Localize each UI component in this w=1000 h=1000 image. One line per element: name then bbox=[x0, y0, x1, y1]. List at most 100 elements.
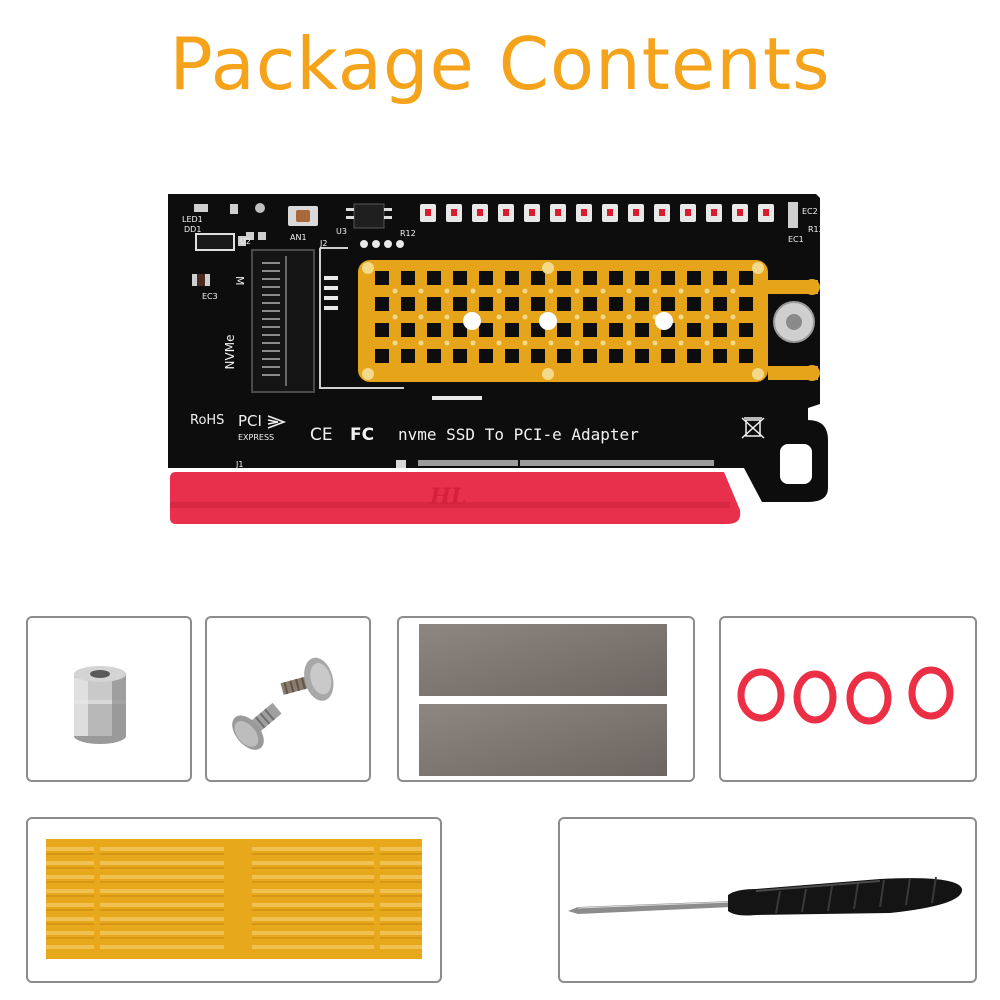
grid-dot bbox=[444, 314, 450, 320]
grid-hole bbox=[583, 349, 597, 363]
grid-hole bbox=[583, 297, 597, 311]
grid-dot bbox=[496, 288, 502, 294]
adapter-board-drawing: LED1 DD1 EC3 U2 AN1 U3 J2 R12 EC1 EC2 R1… bbox=[168, 194, 828, 524]
grid-hole bbox=[557, 297, 571, 311]
grid-dot bbox=[496, 314, 502, 320]
grid-hole bbox=[505, 271, 519, 285]
chip-u3 bbox=[353, 203, 385, 229]
grid-hole bbox=[453, 323, 467, 337]
grid-hole bbox=[505, 297, 519, 311]
grid-hole bbox=[635, 271, 649, 285]
grid-hole bbox=[479, 323, 493, 337]
grid-dot bbox=[392, 340, 398, 346]
grid-dot bbox=[652, 340, 658, 346]
grid-hole bbox=[713, 271, 727, 285]
grid-hole bbox=[401, 349, 415, 363]
grid-hole bbox=[505, 349, 519, 363]
item-box-screws bbox=[205, 616, 371, 782]
thermal-pad-bottom bbox=[419, 704, 667, 776]
grid-dot bbox=[678, 340, 684, 346]
grid-dot bbox=[626, 314, 632, 320]
grid-hole bbox=[635, 323, 649, 337]
gold-fingers-left bbox=[396, 460, 406, 468]
label-rohs: RoHS bbox=[190, 413, 224, 428]
adapter-board: LED1 DD1 EC3 U2 AN1 U3 J2 R12 EC1 EC2 R1… bbox=[168, 182, 836, 532]
grid-dot bbox=[652, 288, 658, 294]
grid-dot bbox=[418, 340, 424, 346]
grid-hole bbox=[427, 323, 441, 337]
grid-holes bbox=[375, 271, 753, 363]
grid-dot bbox=[678, 288, 684, 294]
grid-hole bbox=[375, 271, 389, 285]
grid-dot bbox=[444, 288, 450, 294]
grid-dot bbox=[418, 314, 424, 320]
label-pci: PCI bbox=[238, 412, 262, 430]
label-express: EXPRESS bbox=[238, 433, 274, 442]
bracket-notch bbox=[780, 444, 812, 484]
grid-dot bbox=[600, 288, 606, 294]
grid-dot bbox=[522, 314, 528, 320]
grid-hole bbox=[505, 323, 519, 337]
label-fc: FC bbox=[350, 425, 374, 445]
grid-dot bbox=[522, 340, 528, 346]
grid-dot bbox=[548, 288, 554, 294]
grid-hole bbox=[609, 271, 623, 285]
item-box-heatsink bbox=[26, 817, 442, 983]
label-ec1: EC1 bbox=[788, 235, 804, 244]
label-ec2: EC2 bbox=[802, 207, 818, 216]
grid-hole bbox=[531, 349, 545, 363]
label-led1: LED1 bbox=[182, 215, 203, 224]
grid-hole bbox=[479, 349, 493, 363]
grid-hole bbox=[609, 297, 623, 311]
label-ce: CE bbox=[310, 425, 333, 445]
label-adapter-text: nvme SSD To PCI-e Adapter bbox=[398, 425, 639, 444]
red-guard bbox=[170, 472, 741, 524]
grid-dot bbox=[626, 340, 632, 346]
thermal-pad-top bbox=[419, 624, 667, 696]
page-title: Package Contents bbox=[169, 22, 831, 106]
grid-dot bbox=[730, 288, 736, 294]
grid-hole bbox=[583, 323, 597, 337]
pci-arrow bbox=[267, 415, 287, 429]
rubber-rings-icon bbox=[737, 666, 954, 725]
item-box-screwdriver bbox=[558, 817, 977, 983]
grid-dot bbox=[444, 340, 450, 346]
weee-bin-icon bbox=[741, 417, 765, 439]
crystal bbox=[255, 203, 265, 213]
label-u2: U2 bbox=[240, 237, 251, 246]
grid-dot bbox=[600, 314, 606, 320]
grid-hole bbox=[713, 349, 727, 363]
grid-hole bbox=[687, 271, 701, 285]
grid-hole bbox=[427, 349, 441, 363]
grid-hole bbox=[739, 271, 753, 285]
grid-dot bbox=[392, 288, 398, 294]
grid-hole bbox=[557, 349, 571, 363]
grid-hole bbox=[687, 297, 701, 311]
label-j2: J2 bbox=[319, 239, 327, 248]
label-j1: J1 bbox=[235, 460, 243, 469]
grid-hole bbox=[453, 271, 467, 285]
grid-hole bbox=[479, 297, 493, 311]
grid-hole bbox=[531, 297, 545, 311]
grid-hole bbox=[375, 323, 389, 337]
label-r13: R13 bbox=[808, 225, 824, 234]
grid-dot bbox=[522, 288, 528, 294]
label-m: M bbox=[233, 276, 246, 286]
heatsink-icon bbox=[46, 839, 422, 959]
grid-dot bbox=[392, 314, 398, 320]
grid-hole bbox=[375, 297, 389, 311]
grid-hole bbox=[739, 323, 753, 337]
screwdriver-icon bbox=[568, 876, 963, 916]
ec1 bbox=[788, 202, 798, 228]
grid-dot bbox=[704, 340, 710, 346]
grid-dot bbox=[574, 340, 580, 346]
grid-hole bbox=[375, 349, 389, 363]
m2-slot bbox=[251, 249, 315, 393]
grid-hole bbox=[531, 271, 545, 285]
grid-hole bbox=[609, 323, 623, 337]
grid-hole bbox=[635, 349, 649, 363]
grid-hole bbox=[427, 271, 441, 285]
screws-icon bbox=[232, 657, 334, 750]
grid-dot bbox=[496, 340, 502, 346]
guard-logo: HL bbox=[429, 484, 466, 510]
